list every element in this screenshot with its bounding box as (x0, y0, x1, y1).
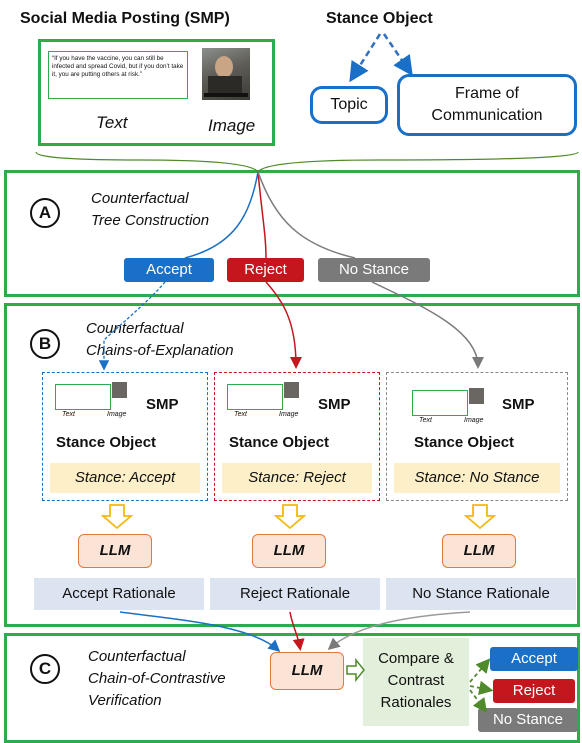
final-no-stance-tag: No Stance (478, 708, 578, 732)
chain-no-stance-stance: Stance: No Stance (394, 463, 560, 493)
no-stance-to-chain (371, 281, 484, 369)
chain-accept-llm: LLM (78, 534, 152, 568)
section-b-title-line1: Counterfactual (86, 320, 184, 337)
compare-to-accept (469, 658, 491, 683)
stance-object-title: Stance Object (326, 10, 433, 27)
smp-title: Social Media Posting (SMP) (20, 10, 230, 27)
final-reject-tag: Reject (493, 679, 575, 703)
chain-reject-stance: Stance: Reject (222, 463, 372, 493)
compare-box: Compare & Contrast Rationales (363, 638, 469, 726)
yellow-arrows (100, 504, 497, 530)
section-b-badge: B (30, 329, 60, 359)
chain-accept-smp-photo (112, 382, 127, 398)
section-b-box (4, 303, 580, 627)
chain-no-stance-smp-photo (469, 388, 484, 404)
reject-to-chain (265, 281, 302, 369)
no-stance-rationale-to-llm (327, 611, 471, 650)
chain-accept-smp: SMP (146, 396, 179, 413)
branch-no-stance (257, 171, 356, 259)
tree-no-stance-tag: No Stance (318, 258, 430, 282)
verification-llm: LLM (270, 652, 344, 690)
frame-label: Frame of Communication (431, 85, 543, 124)
chain-no-stance-object: Stance Object (414, 434, 515, 451)
brace (35, 151, 579, 174)
accept-rationale-to-llm (119, 611, 281, 652)
llm-to-compare-arrow (346, 657, 365, 683)
chain-accept-stance: Stance: Accept (50, 463, 200, 493)
section-a-box (4, 170, 580, 297)
branch-reject (257, 171, 267, 259)
accept-to-chain (98, 281, 166, 371)
chain-accept-text-mini: Text (62, 411, 75, 418)
smp-image (202, 48, 250, 100)
section-a-title-line1: Counterfactual (91, 190, 189, 207)
chain-reject-smp-photo (284, 382, 299, 398)
compare-line1: Compare & (378, 650, 454, 667)
section-c-title-line1: Counterfactual (88, 648, 186, 665)
compare-line2: Contrast (387, 672, 445, 689)
chain-accept-box (42, 372, 208, 501)
section-a-title-line2: Tree Construction (91, 212, 210, 229)
chain-no-stance-text-mini: Text (419, 417, 432, 424)
smp-quote: “If you have the vaccine, you can still … (52, 55, 184, 78)
compare-to-no-stance (469, 689, 488, 713)
section-c-badge: C (30, 654, 60, 684)
chain-reject-text-mini: Text (234, 411, 247, 418)
final-accept-tag: Accept (490, 647, 578, 671)
compare-line3: Rationales (380, 694, 452, 711)
chain-accept-image-mini: Image (107, 411, 127, 418)
chain-reject-image-mini: Image (279, 411, 299, 418)
frame-box: Frame of Communication (397, 74, 577, 136)
section-b-title-line2: Chains-of-Explanation (86, 342, 234, 359)
chain-accept-smp-thumb (55, 384, 111, 410)
section-c-title-line3: Verification (88, 692, 162, 709)
branch-accept (184, 171, 259, 259)
section-a-badge: A (30, 198, 60, 228)
topic-box: Topic (310, 86, 388, 124)
chain-accept-rationale: Accept Rationale (34, 578, 204, 610)
chain-reject-box (214, 372, 380, 501)
chain-no-stance-smp: SMP (502, 396, 535, 413)
section-b-title: Counterfactual Chains-of-Explanation (86, 318, 234, 362)
chain-no-stance-image-mini: Image (464, 417, 484, 424)
chain-no-stance-smp-thumb (412, 390, 468, 416)
topic-label: Topic (330, 96, 368, 113)
chain-reject-rationale: Reject Rationale (210, 578, 380, 610)
chain-reject-smp: SMP (318, 396, 351, 413)
chain-reject-smp-thumb (227, 384, 283, 410)
chain-accept-object: Stance Object (56, 434, 157, 451)
tree-reject-tag: Reject (227, 258, 304, 282)
smp-text-label: Text (96, 113, 128, 132)
stance-to-topic-arrow (349, 33, 382, 83)
chain-reject-object: Stance Object (229, 434, 330, 451)
section-c-title-line2: Chain-of-Contrastive (88, 670, 226, 687)
chain-no-stance-box (386, 372, 568, 501)
reject-rationale-to-llm (289, 611, 305, 651)
chain-reject-llm: LLM (252, 534, 326, 568)
smp-quote-box: “If you have the vaccine, you can still … (48, 51, 188, 99)
stance-to-frame-arrow (382, 33, 413, 77)
compare-to-reject (469, 680, 494, 695)
chain-no-stance-llm: LLM (442, 534, 516, 568)
section-c-title: Counterfactual Chain-of-Contrastive Veri… (88, 646, 226, 712)
smp-box (38, 39, 275, 146)
smp-image-label: Image (208, 116, 256, 135)
tree-accept-tag: Accept (124, 258, 214, 282)
section-a-title: Counterfactual Tree Construction (91, 188, 209, 232)
chain-no-stance-rationale: No Stance Rationale (386, 578, 576, 610)
